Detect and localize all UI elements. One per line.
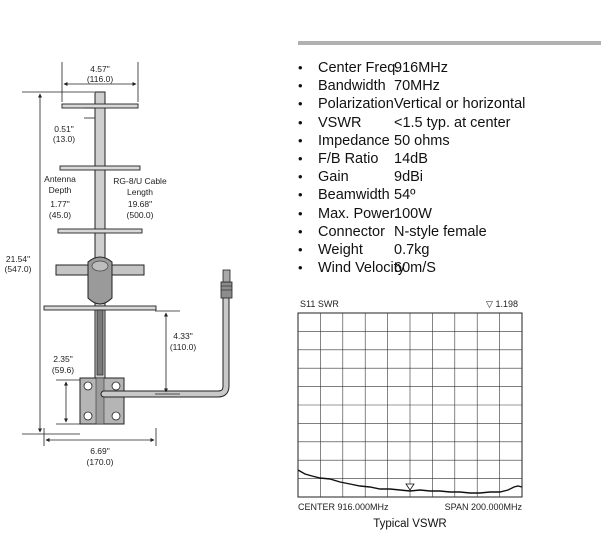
spec-name: Center Freq. — [318, 60, 400, 76]
spec-value: Vertical or horizontal — [394, 96, 526, 113]
bullet-icon: • — [298, 260, 303, 276]
antenna-element-1 — [61, 103, 139, 109]
bullet-icon: • — [298, 169, 303, 185]
spec-name: Polarization — [318, 96, 394, 113]
total-height-label: 21.54" — [6, 254, 30, 264]
chart-title: S11 SWR — [300, 299, 339, 309]
spec-value: 100W — [394, 205, 432, 222]
antenna-element-2 — [59, 165, 141, 171]
dimension-lines — [22, 62, 180, 446]
base-width-label: 6.69" — [90, 446, 110, 456]
antenna-element-3 — [57, 228, 143, 234]
bullet-icon: • — [298, 151, 303, 166]
cable-drop-mm-label: (110.0) — [170, 342, 196, 352]
antenna-depth-value: 1.77" — [50, 199, 70, 209]
bullet-icon: • — [298, 242, 303, 257]
bullet-icon: • — [298, 96, 303, 112]
dimension-labels: 4.57" (116.0) 0.51" (13.0) 21.54" (547.0… — [5, 64, 197, 467]
span-label: SPAN 200.000MHz — [445, 502, 523, 512]
bullet-icon: • — [298, 78, 303, 94]
spec-name: Impedance — [318, 132, 390, 149]
marker-triangle — [405, 483, 415, 491]
cable-length-value: 19.68" — [128, 199, 152, 209]
spec-name: Max. Power — [318, 205, 395, 222]
spec-value: 54º — [394, 187, 416, 204]
spacing-label: 0.51" — [54, 124, 74, 134]
spec-name: VSWR — [318, 114, 362, 131]
base-width-mm-label: (170.0) — [87, 457, 114, 467]
spec-name: Weight — [318, 242, 363, 258]
antenna-depth-label-2: Depth — [49, 185, 72, 195]
bullet-icon: • — [298, 60, 303, 75]
chart-caption: Typical VSWR — [373, 518, 447, 530]
spec-name: Connector — [318, 223, 385, 240]
spec-name: Wind Velocity — [318, 260, 406, 277]
total-height-mm-label: (547.0) — [5, 264, 32, 274]
spec-value: 916MHz — [394, 60, 448, 76]
bullet-icon: • — [298, 187, 303, 203]
antenna-reflector-element — [43, 305, 157, 311]
spec-value: 0.7kg — [394, 242, 430, 258]
spec-header-bar — [298, 41, 601, 45]
top-width-mm-label: (116.0) — [87, 74, 113, 84]
bullet-icon: • — [298, 205, 303, 221]
spec-value: 14dB — [394, 151, 428, 167]
spec-value: 9dBi — [394, 169, 424, 186]
antenna-depth-mm: (45.0) — [49, 210, 71, 220]
bullet-icon: • — [298, 132, 303, 148]
spec-name: Gain — [318, 169, 349, 186]
spec-value: <1.5 typ. at center — [394, 114, 511, 131]
spacing-mm-label: (13.0) — [53, 134, 75, 144]
spec-value: N-style female — [394, 223, 487, 240]
bullet-icon: • — [298, 114, 303, 130]
spec-name: F/B Ratio — [318, 151, 379, 167]
vswr-trace — [297, 469, 523, 494]
spec-value: 70MHz — [394, 78, 440, 95]
bullet-icon: • — [298, 223, 303, 239]
bracket-height-label: 2.35" — [53, 354, 73, 364]
chart-grid — [298, 313, 522, 497]
spec-value: 60m/S — [394, 260, 436, 277]
top-width-label: 4.57" — [90, 64, 110, 74]
spec-name: Bandwidth — [318, 78, 386, 95]
marker-readout: ▽ 1.198 — [486, 299, 518, 309]
cable-length-label-2: Length — [127, 187, 153, 197]
yagi-antenna — [43, 91, 233, 425]
spec-name: Beamwidth — [318, 187, 390, 204]
vswr-chart: S11 SWR ▽ 1.198 CENTER 916.000MHz SPAN 2… — [297, 299, 523, 512]
antenna-depth-label: Antenna — [44, 174, 76, 184]
bracket-height-mm-label: (59.6) — [52, 365, 74, 375]
cable-length-mm: (500.0) — [127, 210, 154, 220]
cable-length-label: RG-8/U Cable — [113, 176, 167, 186]
spec-value: 50 ohms — [394, 132, 450, 149]
cable-drop-label: 4.33" — [173, 331, 193, 341]
center-freq-label: CENTER 916.000MHz — [298, 502, 389, 512]
